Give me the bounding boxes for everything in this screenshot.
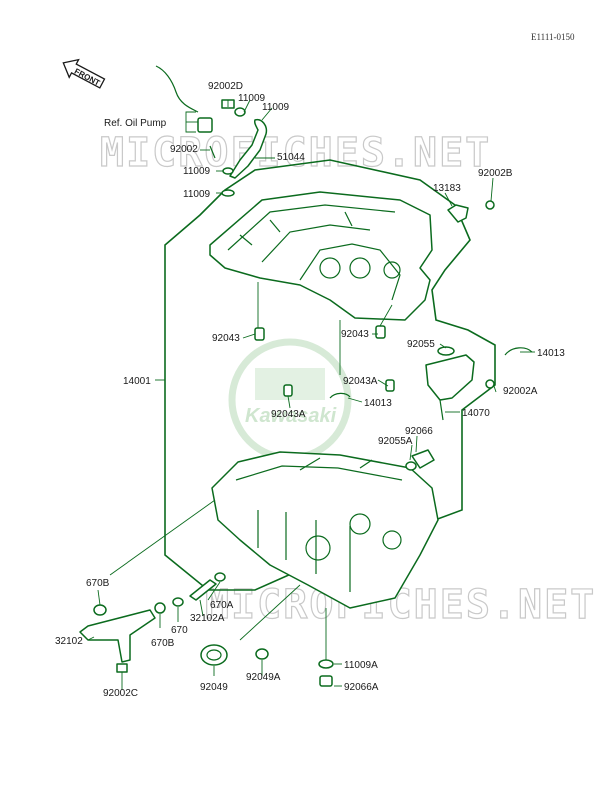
front-arrow-icon: FRONT bbox=[62, 58, 106, 89]
label-11009-b: 11009 bbox=[262, 102, 290, 113]
part-labels: Ref. Oil Pump 92002D 11009 11009 92002 5… bbox=[55, 81, 565, 699]
label-32102: 32102 bbox=[55, 636, 83, 647]
label-92055: 92055 bbox=[407, 339, 435, 350]
label-92066: 92066 bbox=[405, 426, 433, 437]
label-92043A-a: 92043A bbox=[343, 376, 378, 387]
label-92002D: 92002D bbox=[208, 81, 243, 92]
label-11009-c: 11009 bbox=[183, 166, 211, 177]
label-670B-a: 670B bbox=[86, 578, 110, 589]
label-11009A: 11009A bbox=[344, 660, 378, 671]
label-14001: 14001 bbox=[123, 376, 151, 387]
label-92043-b: 92043 bbox=[341, 329, 369, 340]
small-parts bbox=[79, 200, 533, 687]
label-92066A: 92066A bbox=[344, 682, 379, 693]
label-11009-d: 11009 bbox=[183, 189, 211, 200]
logo-text: Kawasaki bbox=[245, 405, 337, 427]
label-92002: 92002 bbox=[170, 144, 198, 155]
label-14013-b: 14013 bbox=[364, 398, 392, 409]
lower-crankcase bbox=[211, 451, 439, 609]
label-51044: 51044 bbox=[277, 152, 305, 163]
upper-case-group-outline bbox=[164, 159, 496, 591]
label-670A: 670A bbox=[210, 600, 234, 611]
label-11009-a: 11009 bbox=[238, 93, 266, 104]
label-92055A: 92055A bbox=[378, 436, 413, 447]
watermark-top: MICROFICHES.NET bbox=[100, 130, 491, 176]
label-670: 670 bbox=[171, 625, 188, 636]
label-ref-oil-pump: Ref. Oil Pump bbox=[104, 118, 167, 129]
label-92002C: 92002C bbox=[103, 688, 138, 699]
label-92049: 92049 bbox=[200, 682, 228, 693]
kawasaki-logo: Kawasaki bbox=[228, 338, 352, 462]
label-92043A-b: 92043A bbox=[271, 409, 306, 420]
upper-crankcase bbox=[209, 191, 433, 321]
label-92043-a: 92043 bbox=[212, 333, 240, 344]
label-92002A: 92002A bbox=[503, 386, 538, 397]
label-13183: 13183 bbox=[433, 183, 461, 194]
label-670B-b: 670B bbox=[151, 638, 175, 649]
label-14013-a: 14013 bbox=[537, 348, 565, 359]
label-32102A: 32102A bbox=[190, 613, 225, 624]
label-14070: 14070 bbox=[462, 408, 490, 419]
leader-lines bbox=[87, 99, 535, 690]
label-92049A: 92049A bbox=[246, 672, 281, 683]
oil-pipe-assembly bbox=[155, 65, 268, 197]
reference-code: E1111-0150 bbox=[531, 32, 575, 42]
label-92002B: 92002B bbox=[478, 168, 513, 179]
